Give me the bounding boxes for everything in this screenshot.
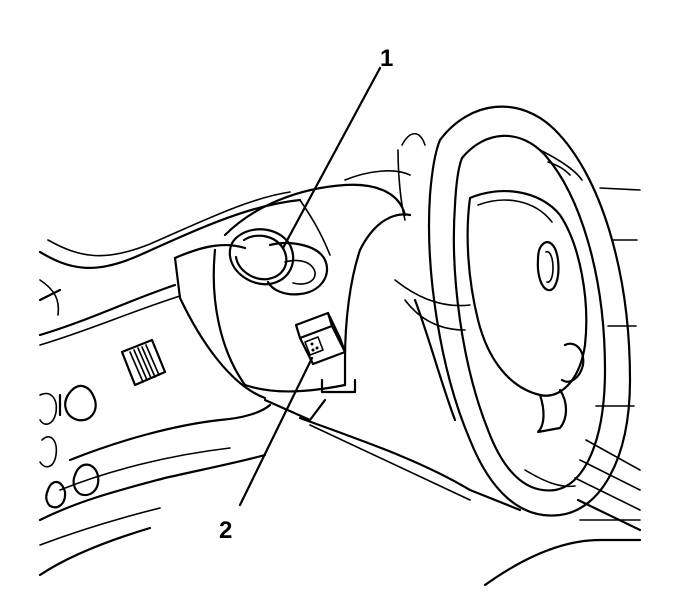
console-details bbox=[483, 187, 642, 587]
instrument-panel bbox=[38, 191, 302, 577]
leader-line-2 bbox=[238, 356, 314, 507]
switch-connector bbox=[294, 311, 347, 366]
steering-column-shroud bbox=[212, 183, 522, 512]
steering-wheel bbox=[344, 105, 632, 517]
callout-label-2: 2 bbox=[219, 517, 232, 544]
callout-label-1: 1 bbox=[380, 45, 393, 72]
callout-leaders bbox=[238, 66, 382, 507]
leader-line-1 bbox=[281, 66, 382, 250]
ignition-key-cylinder bbox=[228, 228, 328, 296]
vent-grille bbox=[120, 338, 167, 387]
